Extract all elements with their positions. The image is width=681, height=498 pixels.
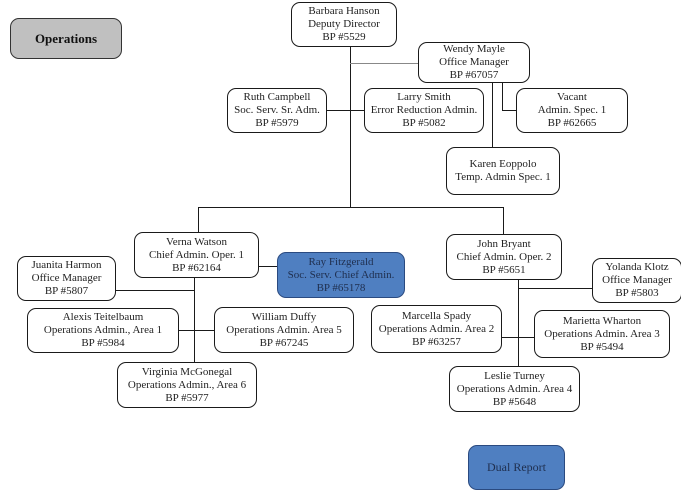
node-title: Deputy Director xyxy=(308,18,380,30)
legend-dual-report-text: Dual Report xyxy=(487,460,546,474)
connector xyxy=(259,266,277,267)
node-bp: BP #67057 xyxy=(449,69,499,81)
node-title: Chief Admin. Oper. 1 xyxy=(148,248,245,261)
connector xyxy=(502,83,503,110)
connector xyxy=(501,337,535,338)
connector xyxy=(350,47,351,207)
node-name: Ray Fitzgerald xyxy=(308,255,374,268)
node-title: Office Manager xyxy=(439,56,509,68)
connector xyxy=(198,207,199,232)
node-bp: BP #5984 xyxy=(81,337,125,349)
node-bp: BP #67245 xyxy=(259,336,309,349)
node-name: Virginia McGonegal xyxy=(141,365,233,378)
node-ray-fitzgerald[interactable]: Ray Fitzgerald Soc. Serv. Chief Admin. B… xyxy=(277,252,405,298)
node-name: Juanita Harmon xyxy=(31,259,102,271)
node-marcella-spady[interactable]: Marcella Spady Operations Admin. Area 2 … xyxy=(371,305,502,353)
operations-title-text: Operations xyxy=(34,31,98,46)
node-bp: BP #62665 xyxy=(547,117,597,129)
node-name: Alexis Teitelbaum xyxy=(62,311,144,323)
connector xyxy=(503,207,504,234)
node-juanita-harmon[interactable]: Juanita Harmon Office Manager BP #5807 xyxy=(17,256,116,301)
node-name: Leslie Turney xyxy=(484,369,545,382)
node-yolanda-klotz[interactable]: Yolanda Klotz Office Manager BP #5803 xyxy=(592,258,681,303)
connector xyxy=(327,110,365,111)
node-title: Office Manager xyxy=(31,272,102,284)
node-title: Soc. Serv. Chief Admin. xyxy=(287,268,395,281)
node-alexis-teitelbaum[interactable]: Alexis Teitelbaum Operations Admin., Are… xyxy=(27,308,179,353)
node-ruth-campbell[interactable]: Ruth Campbell Soc. Serv. Sr. Adm. BP #59… xyxy=(227,88,327,133)
node-leslie-turney[interactable]: Leslie Turney Operations Admin. Area 4 B… xyxy=(449,366,580,412)
connector xyxy=(350,63,418,64)
node-title: Operations Admin. Area 3 xyxy=(544,327,660,340)
node-name: Verna Watson xyxy=(166,235,227,248)
node-name: Karen Eoppolo xyxy=(469,158,537,170)
node-vacant[interactable]: Vacant Admin. Spec. 1 BP #62665 xyxy=(516,88,628,133)
legend-dual-report: Dual Report xyxy=(468,445,565,490)
node-title: Error Reduction Admin. xyxy=(370,104,478,116)
node-verna-watson[interactable]: Verna Watson Chief Admin. Oper. 1 BP #62… xyxy=(134,232,259,278)
node-title: Operations Admin. Area 2 xyxy=(378,322,495,335)
node-name: John Bryant xyxy=(477,237,531,250)
node-title: Operations Admin. Area 4 xyxy=(456,382,573,395)
node-title: Operations Admin. Area 5 xyxy=(226,323,342,336)
node-barbara-hanson[interactable]: Barbara Hanson Deputy Director BP #5529 xyxy=(291,2,397,47)
node-william-duffy[interactable]: William Duffy Operations Admin. Area 5 B… xyxy=(214,307,354,353)
node-title: Temp. Admin Spec. 1 xyxy=(455,171,551,183)
node-title: Operations Admin., Area 6 xyxy=(127,378,247,391)
node-name: Larry Smith xyxy=(397,91,451,103)
connector xyxy=(502,110,516,111)
node-title: Admin. Spec. 1 xyxy=(537,104,607,116)
connector xyxy=(518,288,592,289)
node-bp: BP #5494 xyxy=(580,340,624,353)
node-title: Office Manager xyxy=(602,274,672,286)
operations-title: Operations xyxy=(10,18,122,59)
node-john-bryant[interactable]: John Bryant Chief Admin. Oper. 2 BP #565… xyxy=(446,234,562,280)
node-bp: BP #5529 xyxy=(322,31,366,43)
connector xyxy=(492,83,493,147)
node-bp: BP #5979 xyxy=(255,117,299,129)
node-title: Operations Admin., Area 1 xyxy=(43,324,163,336)
node-bp: BP #5977 xyxy=(165,391,209,404)
node-karen-eoppolo[interactable]: Karen Eoppolo Temp. Admin Spec. 1 xyxy=(446,147,560,195)
node-title: Chief Admin. Oper. 2 xyxy=(456,250,552,263)
connector xyxy=(179,330,214,331)
node-name: Vacant xyxy=(557,91,587,103)
node-bp: BP #5803 xyxy=(615,287,659,299)
connector xyxy=(116,290,194,291)
node-title: Soc. Serv. Sr. Adm. xyxy=(234,104,320,116)
node-name: Wendy Mayle xyxy=(443,43,505,55)
node-name: Marietta Wharton xyxy=(562,314,642,327)
node-bp: BP #5807 xyxy=(44,285,89,297)
node-wendy-mayle[interactable]: Wendy Mayle Office Manager BP #67057 xyxy=(418,42,530,83)
node-name: Yolanda Klotz xyxy=(605,261,669,273)
node-bp: BP #5082 xyxy=(402,117,446,129)
connector xyxy=(194,278,195,368)
connector xyxy=(198,207,503,208)
node-name: Marcella Spady xyxy=(401,309,472,322)
node-name: William Duffy xyxy=(251,310,317,323)
node-bp: BP #62164 xyxy=(172,261,221,274)
node-marietta-wharton[interactable]: Marietta Wharton Operations Admin. Area … xyxy=(534,310,670,358)
node-virginia-mcgonegal[interactable]: Virginia McGonegal Operations Admin., Ar… xyxy=(117,362,257,408)
node-name: Ruth Campbell xyxy=(243,91,311,103)
node-bp: BP #65178 xyxy=(316,281,366,294)
node-bp: BP #5651 xyxy=(482,263,526,276)
node-bp: BP #5648 xyxy=(492,395,537,408)
node-bp: BP #63257 xyxy=(412,335,461,348)
node-name: Barbara Hanson xyxy=(308,5,380,17)
connector xyxy=(518,280,519,366)
node-larry-smith[interactable]: Larry Smith Error Reduction Admin. BP #5… xyxy=(364,88,484,133)
